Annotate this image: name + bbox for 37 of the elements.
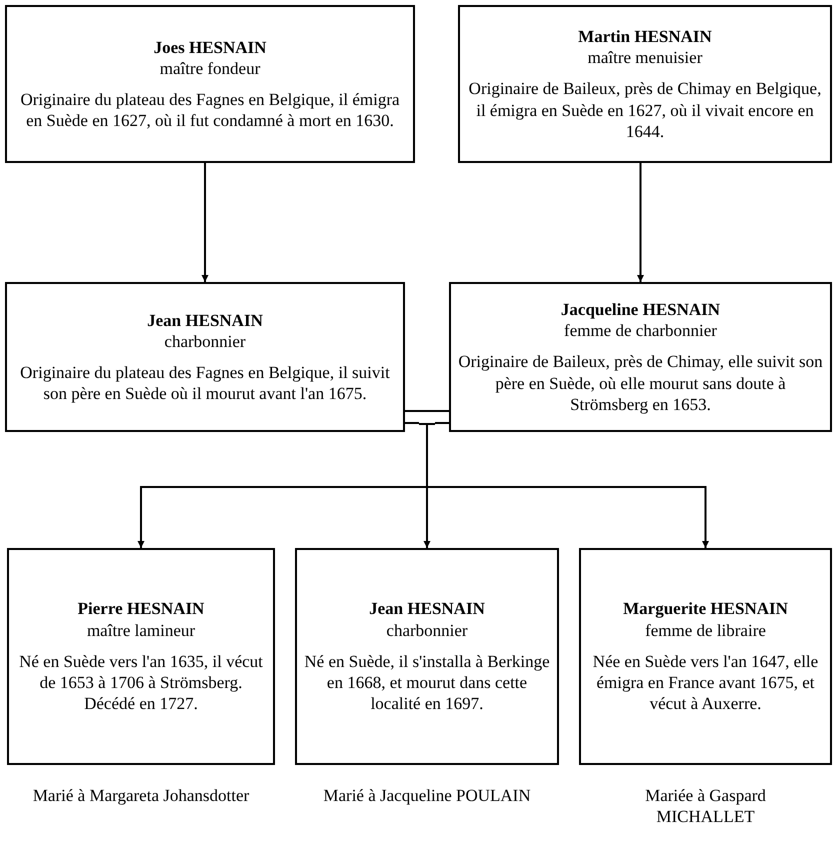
arrow xyxy=(637,163,644,282)
person-box xyxy=(449,282,832,432)
person-name: Jacqueline HESNAIN xyxy=(560,298,722,320)
biography-text: Originaire de Baileux, près de Chimay, elle suivit son père en Suède, où elle mourut sans doute à Strömsberg en 1653. xyxy=(457,351,824,416)
occupation-text: charbonnier xyxy=(163,330,247,352)
biography-text: Né en Suède vers l'an 1635, il vécut de 1653 à 1706 à Strömsberg. Décédé en 1727. xyxy=(18,650,264,715)
person-box xyxy=(5,282,405,432)
biography-text: Originaire du plateau des Fagnes en Belgique, il suivit son père en Suède où il mourut avant l'an 1675. xyxy=(19,362,391,404)
biography-text: Née en Suède vers l'an 1647, elle émigra en France avant 1675, et vécut à Auxerre. xyxy=(592,650,820,715)
occupation-text: maître fondeur xyxy=(158,58,262,79)
person-box xyxy=(295,548,559,765)
double-line xyxy=(404,410,420,424)
arrow xyxy=(202,163,208,282)
person-box xyxy=(579,548,832,765)
occupation-text: maître menuisier xyxy=(586,47,704,68)
occupation-text: charbonnier xyxy=(385,620,469,641)
marriage-note: Marié à Margareta Johansdotter xyxy=(32,785,250,806)
marriage-note: Marié à Jacqueline POULAIN xyxy=(322,785,532,806)
double-line xyxy=(434,410,450,424)
person-name: Jean HESNAIN xyxy=(368,598,486,620)
person-name: Pierre HESNAIN xyxy=(76,598,206,620)
biography-text: Originaire du plateau des Fagnes en Belgique, il émigra en Suède en 1627, où il fut condamné à mort en 1630. xyxy=(19,89,401,132)
occupation-text: femme de libraire xyxy=(644,620,767,641)
person-box xyxy=(5,5,415,163)
person-box xyxy=(458,5,832,163)
person-name: Jean HESNAIN xyxy=(146,310,264,331)
person-box xyxy=(7,548,275,765)
marriage-note: Mariée à Gaspard MICHALLET xyxy=(644,785,767,828)
biography-text: Né en Suède, il s'installa à Berkinge en 1668, et mourut dans cette localité en 1697. xyxy=(303,650,551,715)
person-name: Martin HESNAIN xyxy=(577,26,713,48)
marriage-bar xyxy=(419,410,435,425)
occupation-text: maître lamineur xyxy=(86,620,196,641)
person-name: Joes HESNAIN xyxy=(152,36,268,58)
arrow xyxy=(426,425,709,548)
person-name: Marguerite HESNAIN xyxy=(622,598,789,620)
occupation-text: femme de charbonnier xyxy=(563,320,718,342)
biography-text: Originaire de Baileux, près de Chimay en Belgique, il émigra en Suède en 1627, où il vivait encore en 1644. xyxy=(468,78,822,142)
